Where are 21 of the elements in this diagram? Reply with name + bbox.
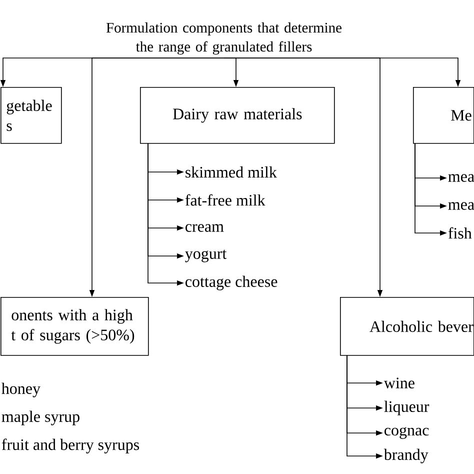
list-item: fat-free milk: [185, 194, 266, 206]
list-item: fish: [448, 227, 472, 239]
list-item: yogurt: [185, 250, 227, 262]
list-item: fruit and berry syrups: [2, 438, 140, 454]
category-box: Dairy raw materials: [140, 87, 335, 144]
list-item: skimmed milk: [186, 166, 277, 178]
list-item: mea: [448, 174, 474, 182]
category-box: getable s: [0, 87, 62, 144]
list-item: maple syrup: [2, 410, 80, 426]
list-item: honey: [2, 382, 40, 398]
category-box: Me: [413, 87, 474, 144]
list-item: brandy: [384, 448, 428, 464]
list-item: mea: [448, 202, 474, 210]
list-item: cognac: [384, 427, 429, 439]
list-item: liqueur: [384, 400, 430, 416]
list-item: cottage cheese: [186, 276, 278, 290]
category-box: onents with a high t of sugars (>50%): [0, 297, 149, 356]
heading-text: Formulation components that determine the range of granulated fillers: [106, 22, 342, 55]
list-item: wine: [384, 378, 414, 388]
category-box: Alcoholic bever: [340, 297, 474, 356]
list-item: cream: [186, 224, 224, 232]
